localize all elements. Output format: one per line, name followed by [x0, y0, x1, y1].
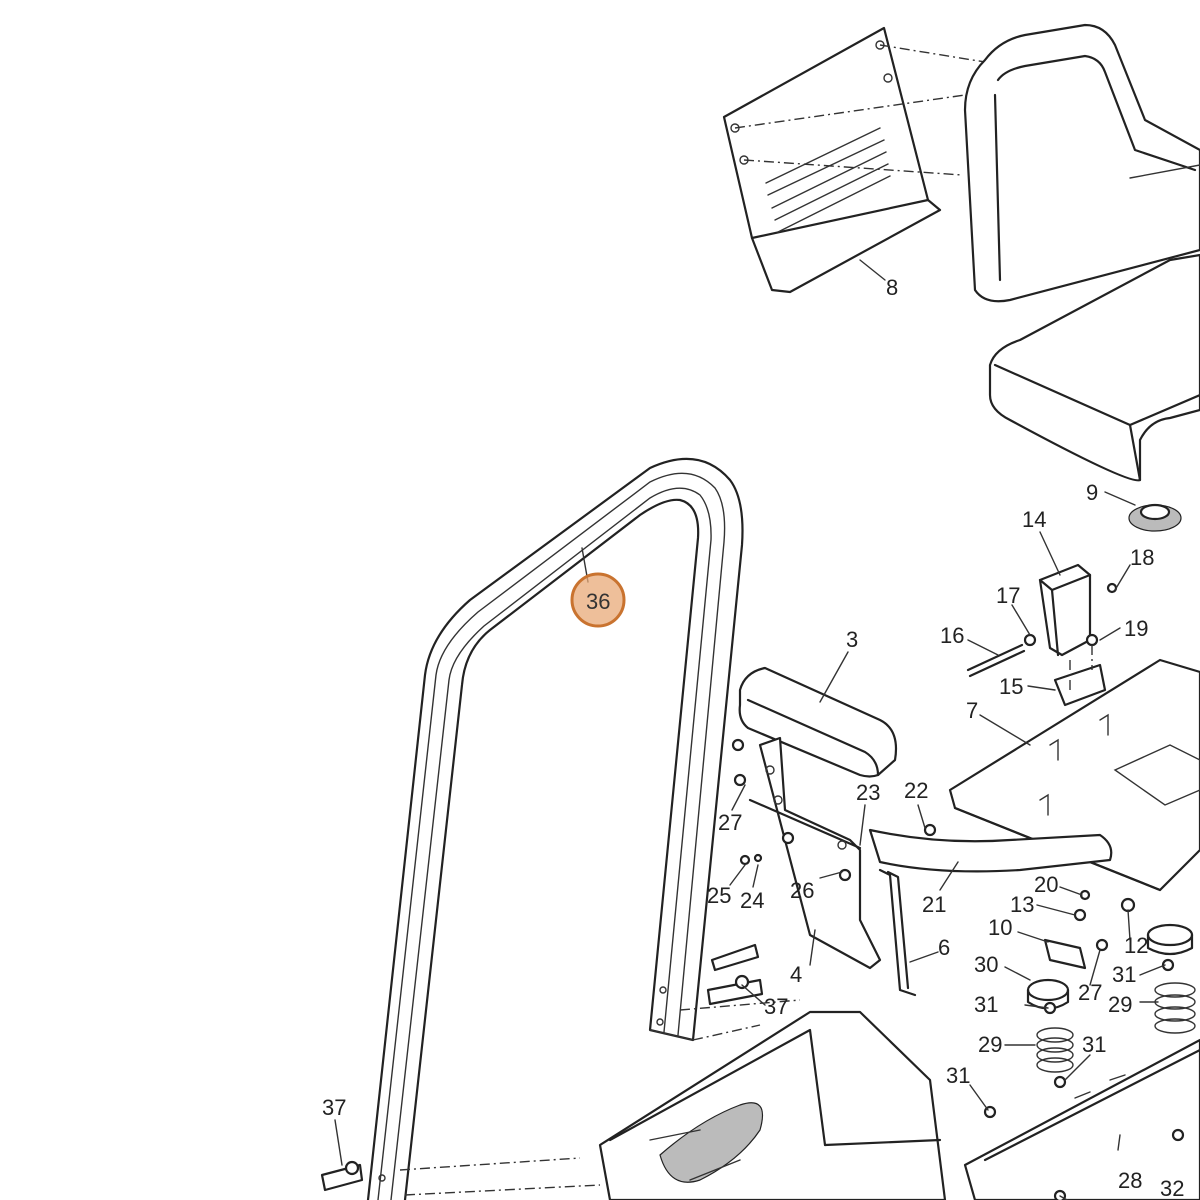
callout-25: 25	[707, 883, 731, 908]
handle-part-21[interactable]	[868, 828, 1113, 873]
lever-rod-part-6[interactable]	[878, 868, 917, 997]
callout-22: 22	[904, 778, 928, 803]
bracket-part-10[interactable]	[1043, 938, 1087, 970]
fender-body	[598, 1010, 947, 1200]
seat-knob-part-9[interactable]	[1128, 503, 1182, 532]
callout-29-right: 29	[1108, 992, 1132, 1017]
callout-26: 26	[790, 878, 814, 903]
bolt-part-37-upper[interactable]	[706, 943, 764, 1006]
callout-28: 28	[1118, 1168, 1142, 1193]
callout-27-lower: 27	[1078, 980, 1102, 1005]
callout-31-low: 31	[946, 1063, 970, 1088]
spring-part-29-right[interactable]	[1154, 982, 1196, 1034]
callout-37-upper: 37	[764, 994, 788, 1019]
callout-7: 7	[966, 698, 978, 723]
callout-12: 12	[1124, 933, 1148, 958]
callout-8: 8	[886, 275, 898, 300]
seat-cushion	[988, 253, 1200, 482]
callout-14: 14	[1022, 507, 1046, 532]
callout-36: 36	[586, 589, 610, 614]
bolt-part-37-lower[interactable]	[320, 1160, 364, 1192]
seat-latch-assembly[interactable]	[966, 563, 1118, 707]
callout-18: 18	[1130, 545, 1154, 570]
armrest-bracket-part-4[interactable]	[748, 736, 882, 970]
callout-15: 15	[999, 674, 1023, 699]
callout-10: 10	[988, 915, 1012, 940]
roll-bar-part-36[interactable]	[366, 457, 801, 1200]
callout-6: 6	[938, 935, 950, 960]
callout-37-lower: 37	[322, 1095, 346, 1120]
callout-labels: 8 3 9 14 18 17 19 16 15 7 23 22 27 25 24…	[322, 275, 1184, 1200]
callout-29-left: 29	[978, 1032, 1002, 1057]
callout-27-upper: 27	[718, 810, 742, 835]
rear-shield-part-8[interactable]	[722, 26, 986, 294]
leader-lines	[334, 259, 1166, 1200]
armrest-part-3[interactable]	[738, 666, 898, 778]
callout-13: 13	[1010, 892, 1034, 917]
callout-32-right: 32	[1160, 1176, 1184, 1200]
callout-23: 23	[856, 780, 880, 805]
callout-19: 19	[1124, 616, 1148, 641]
spring-part-29-left[interactable]	[1036, 1027, 1074, 1073]
callout-3: 3	[846, 627, 858, 652]
callout-4: 4	[790, 962, 802, 987]
callout-21: 21	[922, 892, 946, 917]
callout-30: 30	[974, 952, 998, 977]
callout-31-right: 31	[1112, 962, 1136, 987]
callout-24: 24	[740, 888, 764, 913]
callout-31-mid: 31	[974, 992, 998, 1017]
callout-17: 17	[996, 583, 1020, 608]
callout-31-spring: 31	[1082, 1032, 1106, 1057]
highlight-callout-36[interactable]: 36	[570, 572, 626, 628]
callout-16: 16	[940, 623, 964, 648]
callout-20: 20	[1034, 872, 1058, 897]
callout-9: 9	[1086, 480, 1098, 505]
seat-back	[963, 23, 1200, 303]
chassis-frame-part-28[interactable]	[963, 1038, 1200, 1200]
callout-32-left: 32	[1086, 1196, 1110, 1200]
isolator-part-12[interactable]	[1146, 923, 1194, 956]
